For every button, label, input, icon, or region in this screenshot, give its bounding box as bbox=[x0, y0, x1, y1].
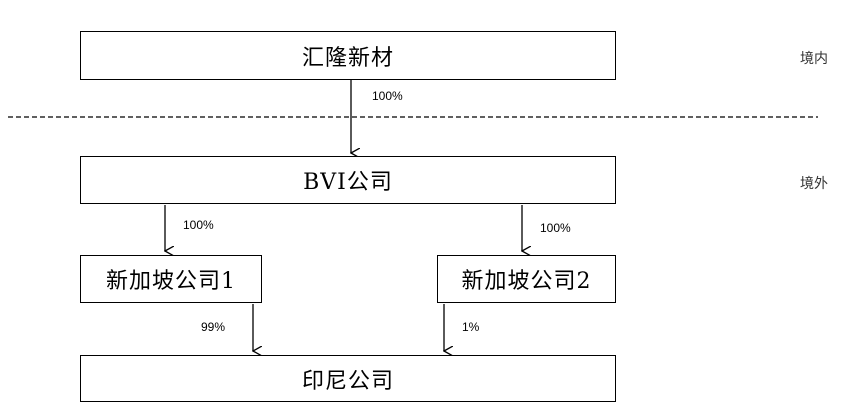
region-label-domestic: 境内 bbox=[800, 51, 828, 67]
node-singapore-company-2: 新加坡公司2 bbox=[437, 255, 616, 303]
node-indonesia-company: 印尼公司 bbox=[80, 355, 616, 402]
edge-label-bvi-to-sg1: 100% bbox=[183, 218, 214, 232]
edge-label-top-to-bvi: 100% bbox=[372, 89, 403, 103]
edge-label-sg2-to-indo: 1% bbox=[462, 320, 480, 334]
node-top-company: 汇隆新材 bbox=[80, 31, 616, 80]
edge-label-sg1-to-indo: 99% bbox=[201, 320, 226, 334]
node-bvi-company: BVI公司 bbox=[80, 156, 616, 204]
edge-label-bvi-to-sg2: 100% bbox=[540, 221, 571, 235]
node-singapore-company-1: 新加坡公司1 bbox=[80, 255, 262, 303]
region-label-overseas: 境外 bbox=[800, 176, 828, 192]
